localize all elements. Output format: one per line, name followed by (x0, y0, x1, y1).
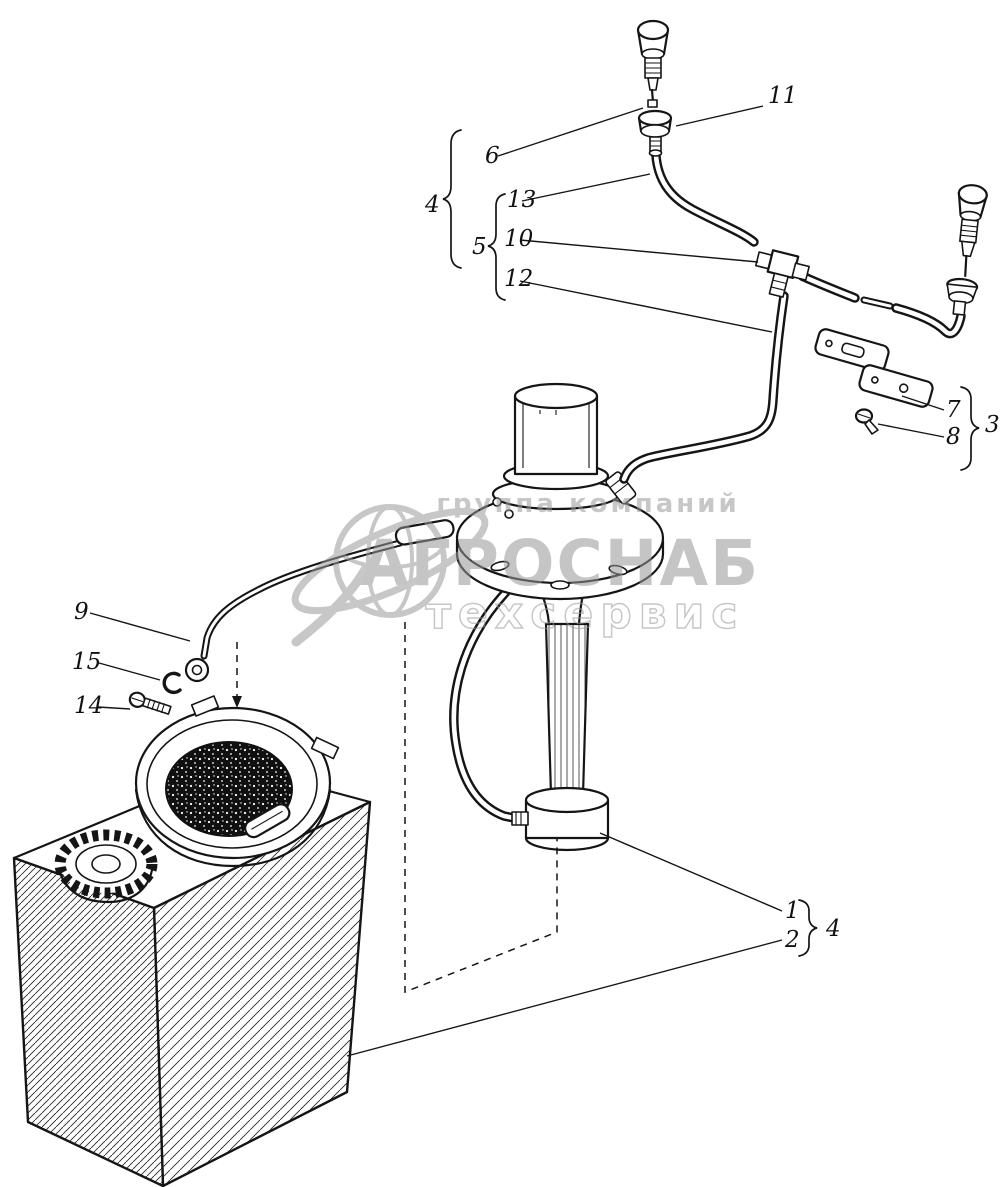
hose-12 (619, 291, 789, 484)
screw-14 (128, 691, 172, 715)
dashed-guides (232, 622, 558, 994)
hose-right-run (797, 271, 966, 339)
callout-7: 7 (946, 397, 961, 423)
pump-loop-hose (449, 587, 519, 823)
callout-2: 2 (784, 927, 800, 953)
callout-6: 6 (485, 143, 500, 169)
callout-8: 8 (946, 424, 961, 450)
washer-jet-right (946, 184, 988, 316)
watermark-top-text: группа компаний (436, 489, 739, 519)
callout-15: 15 (72, 649, 101, 675)
callout-14: 14 (74, 693, 103, 719)
callout-5: 5 (472, 234, 487, 260)
tee-connector (755, 249, 810, 298)
leader-lines (89, 105, 945, 1057)
washer-pump (449, 382, 665, 852)
watermark-main-text: АГРОСНАБ (360, 527, 760, 600)
filler-neck (134, 695, 340, 868)
pump-bottom-cap (511, 786, 610, 852)
lock-washer (162, 671, 182, 695)
callout-9: 9 (74, 599, 89, 625)
nozzle-grommet-left (637, 109, 673, 157)
globe-logo (291, 504, 489, 647)
callout-3: 3 (985, 412, 1000, 438)
washer-fluid (165, 741, 293, 837)
clamp-screw (854, 408, 879, 435)
callout-4-top: 4 (424, 192, 440, 218)
callout-11: 11 (768, 83, 797, 109)
hose-clamp-plates (814, 328, 934, 408)
callout-labels: 11 6 4 13 5 10 12 7 3 8 9 15 14 1 2 4 (72, 83, 1000, 953)
watermark: группа компаний АГРОСНАБ техсервис (291, 489, 760, 647)
group-braces (442, 129, 980, 957)
neck-handle-tab (244, 803, 291, 839)
washer-jet-left (636, 19, 670, 108)
pump-cylinder (513, 382, 599, 476)
callout-1: 1 (785, 898, 800, 924)
callout-10: 10 (504, 226, 533, 252)
hose-13 (651, 151, 759, 247)
watermark-bottom-text: техсервис (426, 588, 745, 639)
callout-4-bottom: 4 (825, 916, 841, 942)
reservoir-cap (54, 829, 158, 904)
callout-12: 12 (504, 266, 533, 292)
callout-13: 13 (507, 187, 536, 213)
